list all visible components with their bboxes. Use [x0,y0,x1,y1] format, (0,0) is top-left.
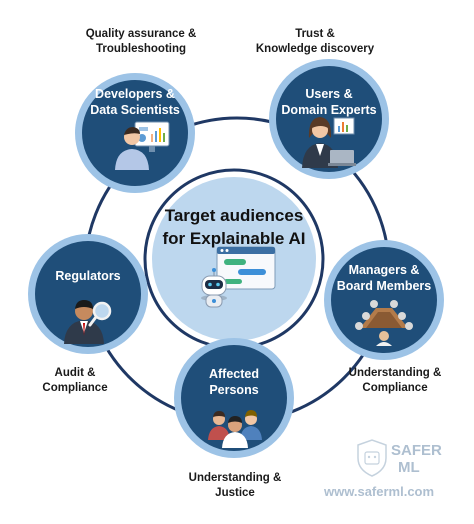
node-regulators-circle [35,241,141,347]
saferml-logo [357,439,387,477]
regulator-magnifier-icon [64,300,112,344]
caption-affected: Understanding &Justice [188,472,282,499]
node-title-developers: Developers &Data Scientists [90,87,180,117]
people-group-icon [208,410,262,448]
node-users-circle [276,66,382,172]
developer-dashboard-icon [115,121,170,170]
watermark-brand-line1: SAFER [391,442,442,459]
node-title-users: Users &Domain Experts [281,87,377,117]
caption-users: Trust &Knowledge discovery [255,28,375,55]
domain-expert-icon [302,117,356,168]
node-affected-circle [181,345,287,451]
node-title-regulators: Regulators [55,269,121,283]
watermark-brand-line2: ML [398,459,420,476]
caption-managers: Understanding &Compliance [348,367,442,394]
node-title-managers: Managers &Board Members [336,263,432,293]
caption-developers: Quality assurance &Troubleshooting [85,28,197,55]
chatbot-icon [201,246,276,308]
caption-regulators: Audit &Compliance [42,367,108,394]
boardroom-icon [355,300,413,346]
watermark-url[interactable]: www.saferml.com [324,484,435,499]
